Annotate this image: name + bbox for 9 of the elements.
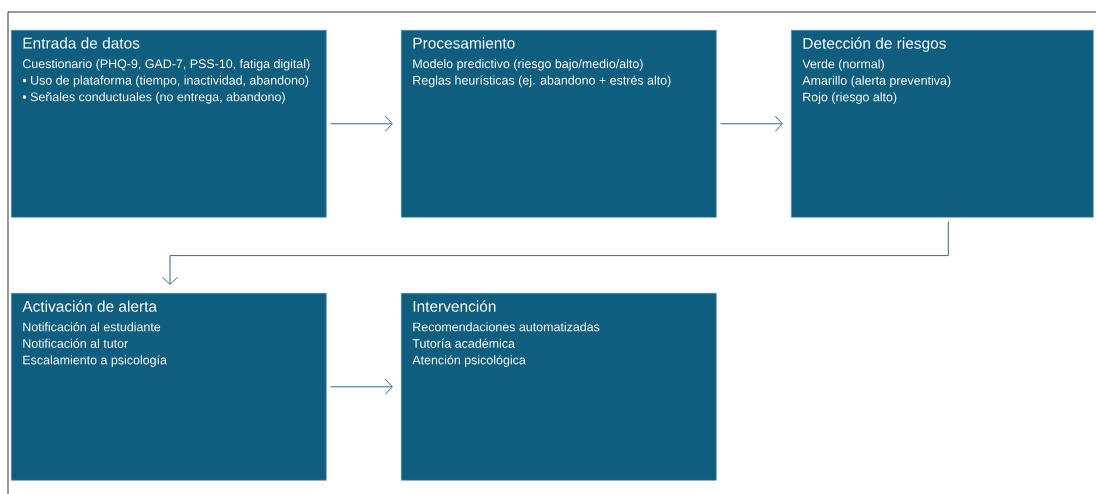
process-box: Activación de alerta Notificación al estudiante Notificación al tutor Escalamiento a psicología xyxy=(11,293,327,481)
process-box: Intervención Recomendaciones automatizadas Tutoría académica Atención psicológica xyxy=(401,293,717,481)
arrow xyxy=(162,221,949,285)
process-box: Detección de riesgos Verde (normal) Amarillo (alerta preventiva) Rojo (riesgo alto) xyxy=(791,30,1094,218)
arrow xyxy=(330,115,393,132)
arrow xyxy=(330,378,393,395)
process-box: Procesamiento Modelo predictivo (riesgo bajo/medio/alto) Reglas heurísticas (ej. abandono + estrés alto) xyxy=(401,30,717,218)
process-box: Entrada de datos Cuestionario (PHQ-9, GAD-7, PSS-10, fatiga digital) • Uso de plataforma (tiempo, inactividad, abandono) • Señales conductuales (no entrega, abandono) xyxy=(11,30,327,218)
arrow xyxy=(720,115,783,132)
